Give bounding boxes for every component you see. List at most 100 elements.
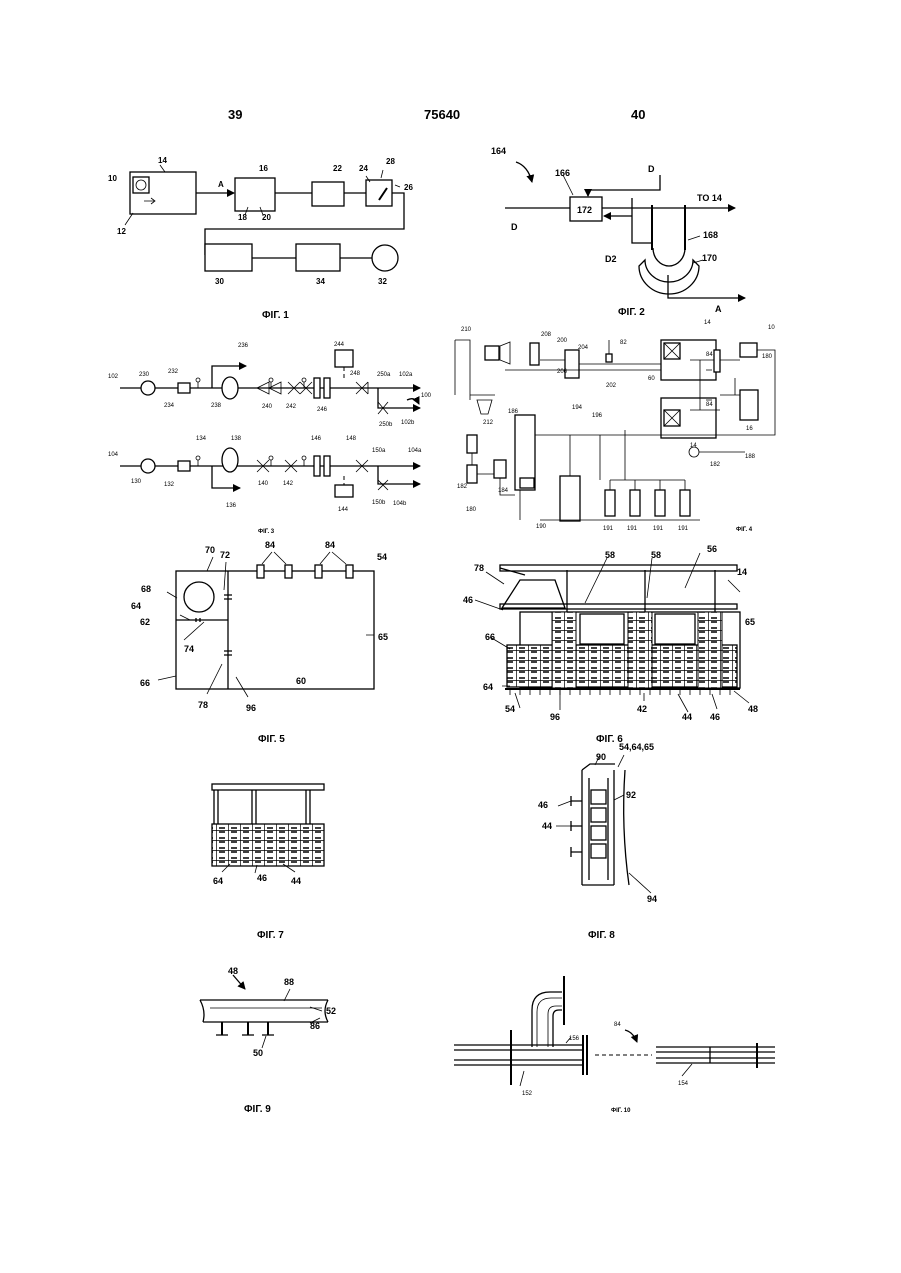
reference-label: 62 — [140, 617, 150, 627]
reference-label: 32 — [378, 277, 387, 286]
reference-label: 96 — [550, 712, 560, 722]
figure-1: 14 10 12 A 16 18 20 22 24 28 26 30 34 32… — [108, 156, 413, 321]
reference-label: 204 — [578, 345, 589, 351]
reference-label: 100 — [421, 393, 432, 399]
reference-label: 84 — [706, 402, 713, 408]
right-page-number: 40 — [631, 107, 645, 122]
reference-label: 150a — [372, 448, 386, 454]
reference-label: 182 — [457, 484, 468, 490]
reference-label: 156 — [569, 1036, 580, 1042]
reference-label: 82 — [620, 340, 627, 346]
reference-label: 164 — [491, 146, 506, 156]
reference-label: 30 — [215, 277, 224, 286]
reference-label: 84 — [706, 352, 713, 358]
reference-label: 136 — [226, 503, 237, 509]
reference-label: 26 — [404, 183, 413, 192]
reference-label: 104 — [108, 452, 119, 458]
reference-label: 46 — [538, 800, 548, 810]
reference-label: 42 — [637, 704, 647, 714]
fig1-block-22 — [312, 182, 344, 206]
reference-label: 202 — [606, 383, 617, 389]
reference-label: 68 — [141, 584, 151, 594]
reference-label: 172 — [577, 205, 592, 215]
reference-label: 150b — [372, 500, 386, 506]
fig10-caption: ФІГ. 10 — [611, 1108, 631, 1114]
page-header: 39 75640 40 — [228, 107, 645, 122]
reference-label: 208 — [541, 332, 552, 338]
reference-label: 54,64,65 — [619, 742, 654, 752]
reference-label: 140 — [258, 481, 269, 487]
reference-label: 180 — [762, 354, 773, 360]
reference-label: 22 — [333, 164, 342, 173]
left-page-number: 39 — [228, 107, 242, 122]
reference-label: 191 — [603, 526, 614, 532]
reference-label: 196 — [592, 413, 603, 419]
reference-label: 180 — [466, 507, 477, 513]
reference-label: D — [511, 222, 518, 232]
reference-label: 64 — [131, 601, 141, 611]
reference-label: 132 — [164, 482, 175, 488]
reference-label: 191 — [653, 526, 664, 532]
fig3-caption: ФІГ. 3 — [258, 529, 275, 535]
reference-label: 250b — [379, 422, 393, 428]
reference-label: D — [648, 164, 655, 174]
reference-label: 236 — [238, 343, 249, 349]
reference-label: 182 — [710, 462, 721, 468]
reference-label: 146 — [311, 436, 322, 442]
reference-label: 206 — [557, 369, 568, 375]
reference-label: 92 — [626, 790, 636, 800]
reference-label: 66 — [485, 632, 495, 642]
fig1-block-34 — [296, 244, 340, 271]
reference-label: 14 — [690, 443, 697, 449]
reference-label: 212 — [483, 420, 494, 426]
reference-label: 242 — [286, 404, 297, 410]
reference-label: 50 — [253, 1048, 263, 1058]
reference-label: 18 — [238, 213, 247, 222]
reference-label: 104b — [393, 501, 407, 507]
reference-label: 210 — [461, 327, 472, 333]
reference-label: 16 — [746, 426, 753, 432]
reference-label: 14 — [158, 156, 167, 165]
reference-label: 144 — [338, 507, 349, 513]
figure-7: 64 46 44 ФІГ. 7 — [212, 784, 324, 941]
reference-label: 184 — [498, 488, 509, 494]
reference-label: 78 — [474, 563, 484, 573]
reference-label: 44 — [291, 876, 301, 886]
reference-label: 240 — [262, 404, 273, 410]
reference-label: 70 — [205, 545, 215, 555]
reference-label: 194 — [572, 405, 583, 411]
reference-label: 58 — [605, 550, 615, 560]
reference-label: 44 — [682, 712, 692, 722]
reference-label: 20 — [262, 213, 271, 222]
reference-label: 74 — [184, 644, 194, 654]
patent-number: 75640 — [424, 107, 460, 122]
reference-label: 66 — [140, 678, 150, 688]
reference-label: 86 — [310, 1021, 320, 1031]
reference-label: 54 — [377, 552, 387, 562]
reference-label: 64 — [213, 876, 223, 886]
reference-label: 134 — [196, 436, 207, 442]
fig5-caption: ФІГ. 5 — [258, 734, 285, 745]
reference-label: 46 — [463, 595, 473, 605]
fig2-caption: ФІГ. 2 — [618, 307, 645, 318]
reference-label: 12 — [117, 227, 126, 236]
reference-label: 130 — [131, 479, 142, 485]
reference-label: 138 — [231, 436, 242, 442]
reference-label: 102b — [401, 420, 415, 426]
reference-label: 46 — [257, 873, 267, 883]
reference-label: 28 — [386, 157, 395, 166]
reference-label: 64 — [483, 682, 493, 692]
fig1-inner-box — [133, 177, 149, 193]
reference-label: 154 — [678, 1081, 689, 1087]
reference-label: 190 — [536, 524, 547, 530]
reference-label: 60 — [296, 676, 306, 686]
fig1-block-24 — [366, 180, 392, 206]
figure-5: 70 72 84 84 54 68 64 62 74 65 66 78 96 6… — [131, 540, 388, 745]
reference-label: 88 — [284, 977, 294, 987]
reference-label: 14 — [737, 567, 747, 577]
figure-9: 48 88 52 86 50 ФІГ. 9 — [200, 966, 336, 1115]
reference-label: 152 — [522, 1091, 533, 1097]
fig4-caption: ФІГ. 4 — [736, 527, 753, 533]
reference-label: 72 — [220, 550, 230, 560]
